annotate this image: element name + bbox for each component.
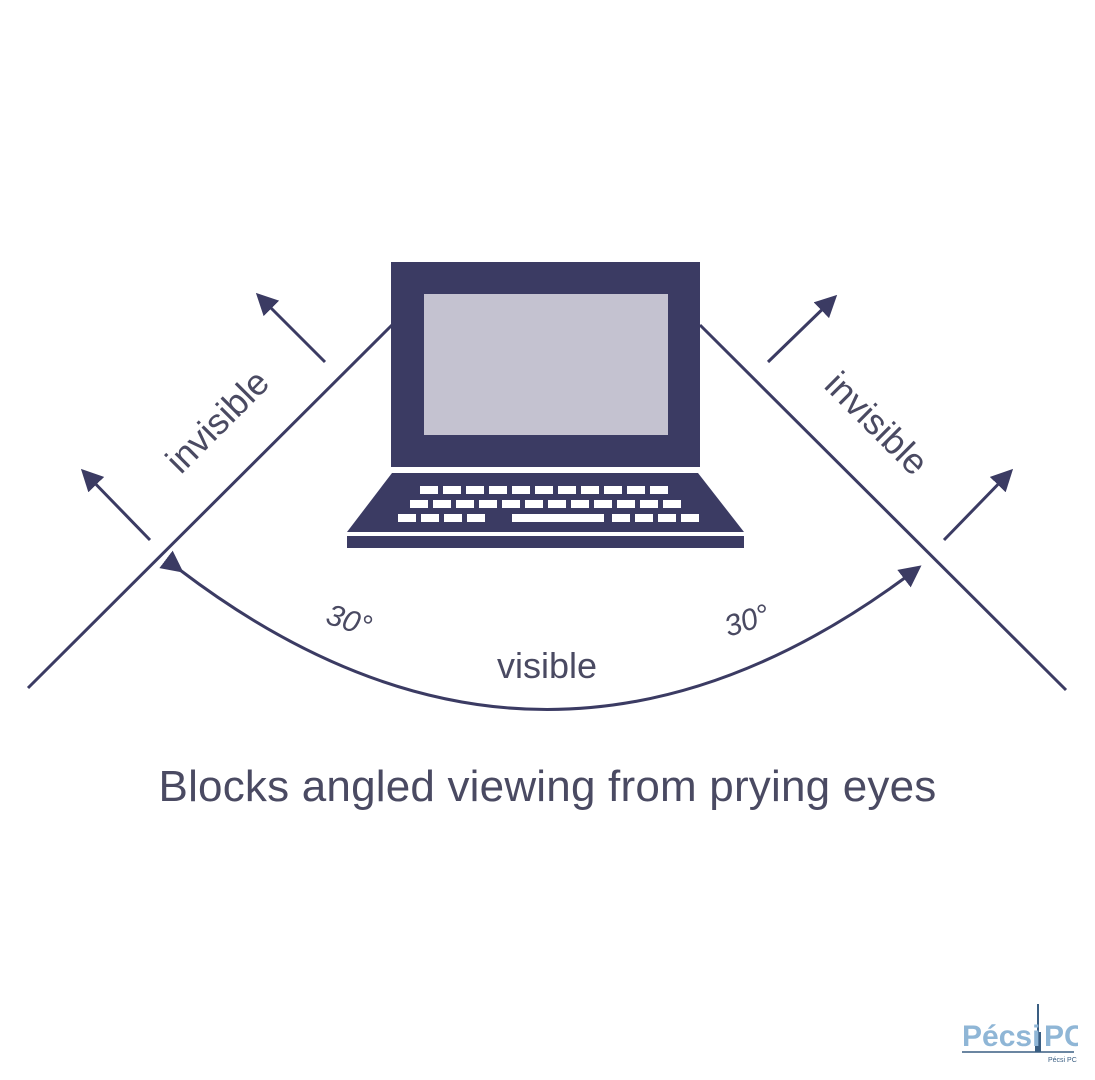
caption: Blocks angled viewing from prying eyes xyxy=(158,762,937,811)
laptop-base-edge xyxy=(347,536,744,548)
keyboard-key xyxy=(421,514,439,522)
keyboard-key xyxy=(489,486,507,494)
keyboard-key xyxy=(433,500,451,508)
right-lower-arrow-icon xyxy=(942,468,1014,542)
keyboard-key xyxy=(443,486,461,494)
keyboard-key xyxy=(444,514,462,522)
logo-wordmark-left: Pécsi xyxy=(962,1020,1040,1053)
keyboard-key xyxy=(581,486,599,494)
right-boundary-line xyxy=(698,323,1068,692)
right-angle-label: 30° xyxy=(720,598,773,643)
keyboard-key xyxy=(410,500,428,508)
keyboard-key xyxy=(627,486,645,494)
keyboard-key xyxy=(681,514,699,522)
logo-tagline: Pécsi PC Kft. xyxy=(1048,1057,1078,1064)
visible-label: visible xyxy=(497,645,597,686)
keyboard-key xyxy=(663,500,681,508)
visible-arc xyxy=(159,550,922,711)
laptop-screen xyxy=(424,294,668,435)
right-invisible-label: invisible xyxy=(817,363,937,483)
keyboard-key xyxy=(479,500,497,508)
keyboard-key xyxy=(658,514,676,522)
keyboard-key xyxy=(525,500,543,508)
keyboard-key xyxy=(512,486,530,494)
keyboard-key xyxy=(604,486,622,494)
laptop-keyboard xyxy=(398,486,699,522)
laptop-icon xyxy=(347,262,744,548)
laptop-base xyxy=(347,473,744,532)
keyboard-key xyxy=(635,514,653,522)
keyboard-key xyxy=(548,500,566,508)
keyboard-key xyxy=(594,500,612,508)
keyboard-key xyxy=(467,514,485,522)
keyboard-key xyxy=(420,486,438,494)
keyboard-key xyxy=(650,486,668,494)
left-invisible-label: invisible xyxy=(157,361,277,481)
keyboard-spacebar xyxy=(512,514,604,522)
keyboard-key xyxy=(398,514,416,522)
keyboard-key xyxy=(612,514,630,522)
left-angle-label: 30° xyxy=(322,598,375,643)
keyboard-key xyxy=(617,500,635,508)
keyboard-key xyxy=(466,486,484,494)
left-upper-arrow-icon xyxy=(255,292,327,364)
keyboard-key xyxy=(535,486,553,494)
keyboard-key xyxy=(558,486,576,494)
keyboard-key xyxy=(502,500,520,508)
left-lower-arrow-icon xyxy=(80,468,152,542)
left-boundary-line xyxy=(26,323,394,690)
keyboard-key xyxy=(640,500,658,508)
keyboard-key xyxy=(571,500,589,508)
pecsipc-logo: Pécsi PC Pécsi PC Kft. xyxy=(962,1004,1078,1064)
keyboard-key xyxy=(456,500,474,508)
right-upper-arrow-icon xyxy=(766,294,838,364)
logo-wordmark-right: PC xyxy=(1044,1020,1078,1053)
